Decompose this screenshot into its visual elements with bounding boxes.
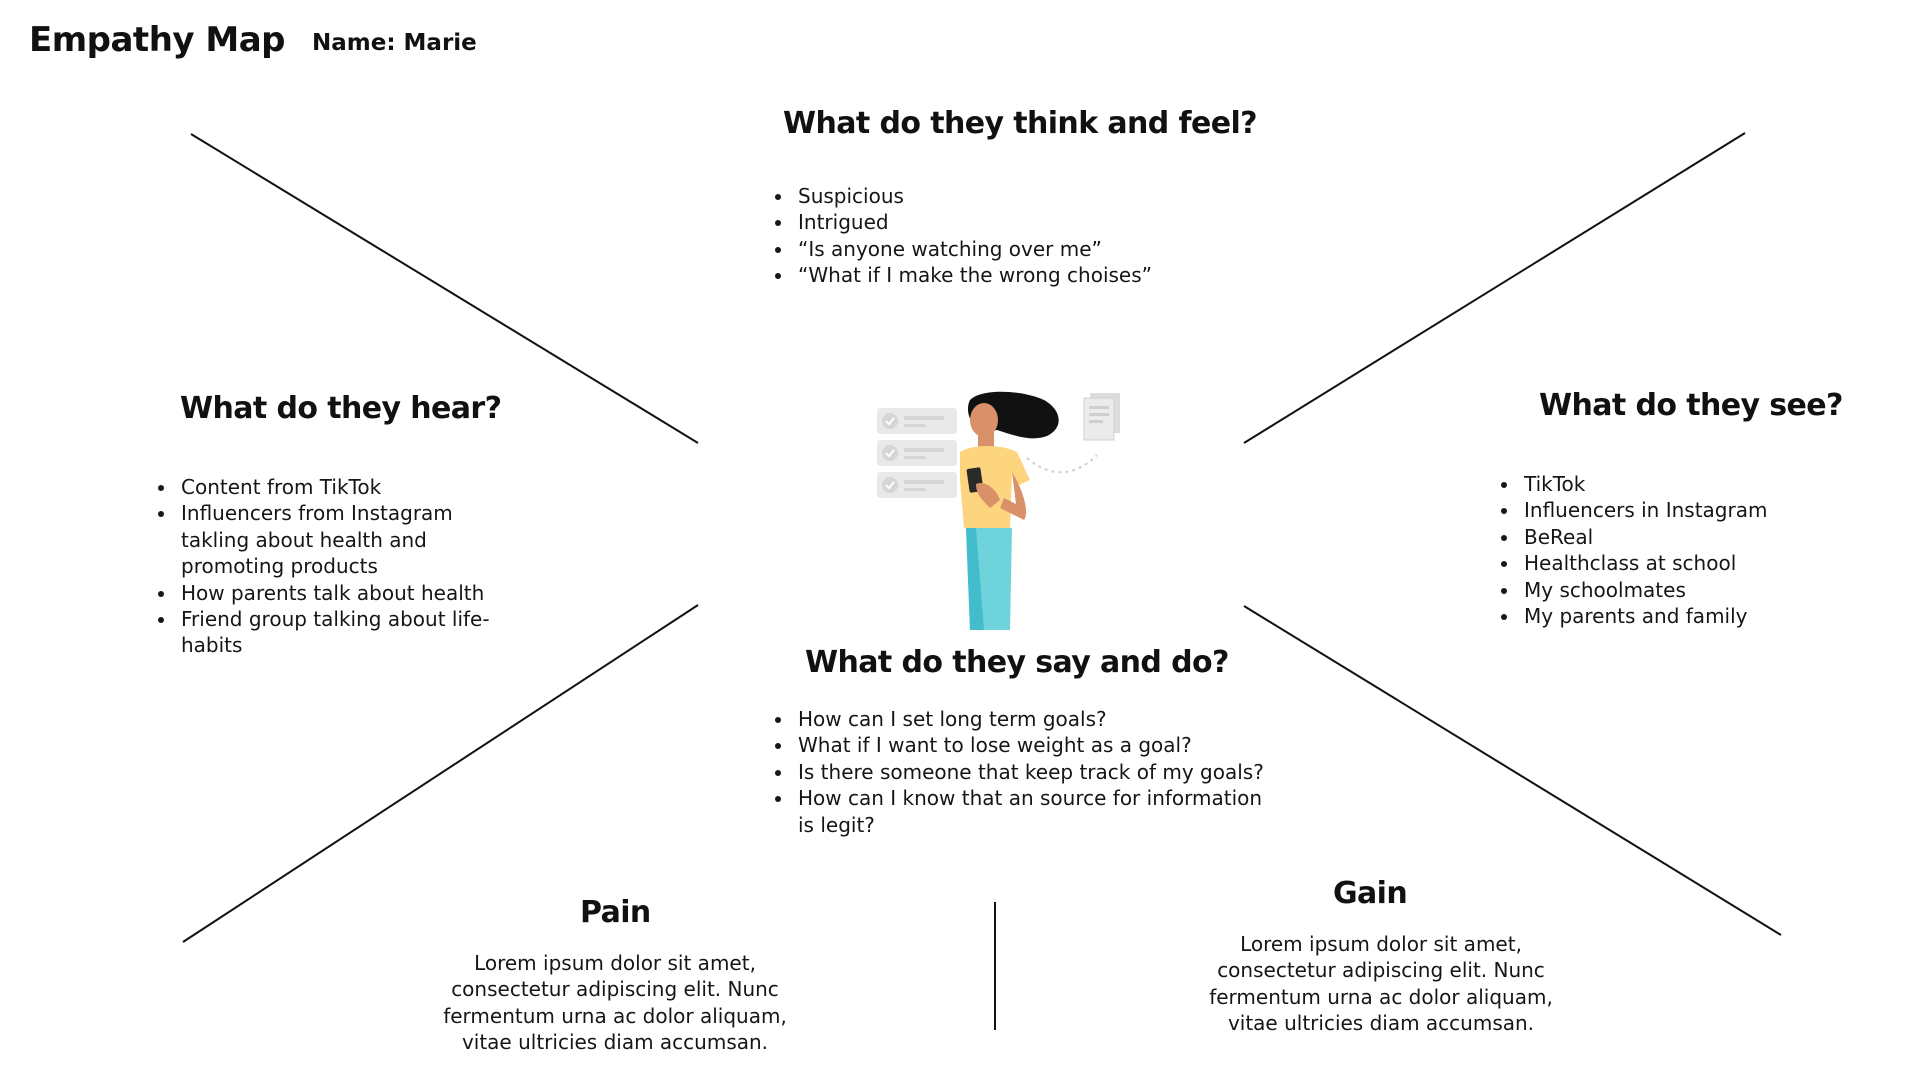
gain-text: Lorem ipsum dolor sit amet, consectetur …: [1209, 932, 1553, 1036]
list-item: Influencers from Instagram takling about…: [177, 500, 522, 579]
checklist-card: [877, 472, 957, 498]
hear-list: Content from TikTok Influencers from Ins…: [154, 474, 522, 659]
list-item: Content from TikTok: [177, 474, 522, 500]
card-line: [904, 480, 944, 484]
persona-name: Name: Marie: [312, 30, 477, 56]
arm: [1000, 472, 1027, 520]
list-item: Healthclass at school: [1520, 550, 1850, 576]
pants-shadow: [966, 528, 984, 630]
check-mark: [885, 449, 895, 458]
check-mark: [885, 481, 895, 490]
hear-heading: What do they hear?: [180, 391, 502, 426]
card-line: [904, 416, 944, 420]
list-item: How can I set long term goals?: [794, 706, 1264, 732]
divider-line-bottom-right: [1243, 605, 1782, 936]
check-mark: [885, 417, 895, 426]
list-item: “Is anyone watching over me”: [794, 236, 1214, 262]
divider-line-top-left: [190, 133, 699, 444]
list-item: My schoolmates: [1520, 577, 1850, 603]
person-figure: [960, 391, 1059, 630]
divider-line-top-right: [1243, 132, 1746, 444]
think-feel-list: Suspicious Intrigued “Is anyone watching…: [771, 183, 1214, 289]
pain-heading: Pain: [580, 895, 651, 930]
checklist-card: [877, 408, 957, 434]
face: [970, 403, 998, 437]
list-item: Suspicious: [794, 183, 1214, 209]
card-line: [904, 488, 926, 491]
check-icon: [882, 445, 898, 461]
check-icon: [882, 477, 898, 493]
list-item: My parents and family: [1520, 603, 1850, 629]
checklist-card: [877, 440, 957, 466]
checklist-cards: [877, 408, 957, 498]
pain-text: Lorem ipsum dolor sit amet, consectetur …: [443, 951, 787, 1055]
list-item: TikTok: [1520, 471, 1850, 497]
dotted-path: [1026, 454, 1098, 474]
card-line: [904, 448, 944, 452]
list-item: How parents talk about health: [177, 580, 522, 606]
shirt: [960, 446, 1030, 528]
gain-heading: Gain: [1333, 876, 1408, 911]
check-icon: [882, 413, 898, 429]
card-line: [904, 456, 926, 459]
list-item: BeReal: [1520, 524, 1850, 550]
page-title: Empathy Map: [29, 20, 286, 60]
see-list: TikTok Influencers in Instagram BeReal H…: [1497, 471, 1850, 629]
persona-illustration: [877, 391, 1120, 630]
list-item: “What if I make the wrong choises”: [794, 262, 1214, 288]
see-heading: What do they see?: [1539, 388, 1843, 423]
card-line: [904, 424, 926, 427]
list-item: Intrigued: [794, 209, 1214, 235]
list-item: Friend group talking about life-habits: [177, 606, 522, 659]
document-icon: [1083, 393, 1120, 441]
list-item: What if I want to lose weight as a goal?: [794, 732, 1264, 758]
say-do-heading: What do they say and do?: [805, 645, 1229, 680]
list-item: Influencers in Instagram: [1520, 497, 1850, 523]
think-feel-heading: What do they think and feel?: [783, 106, 1258, 141]
say-do-list: How can I set long term goals? What if I…: [771, 706, 1264, 838]
list-item: How can I know that an source for inform…: [794, 785, 1264, 838]
divider-line-bottom-left: [182, 604, 699, 943]
list-item: Is there someone that keep track of my g…: [794, 759, 1264, 785]
hand: [976, 482, 1000, 508]
